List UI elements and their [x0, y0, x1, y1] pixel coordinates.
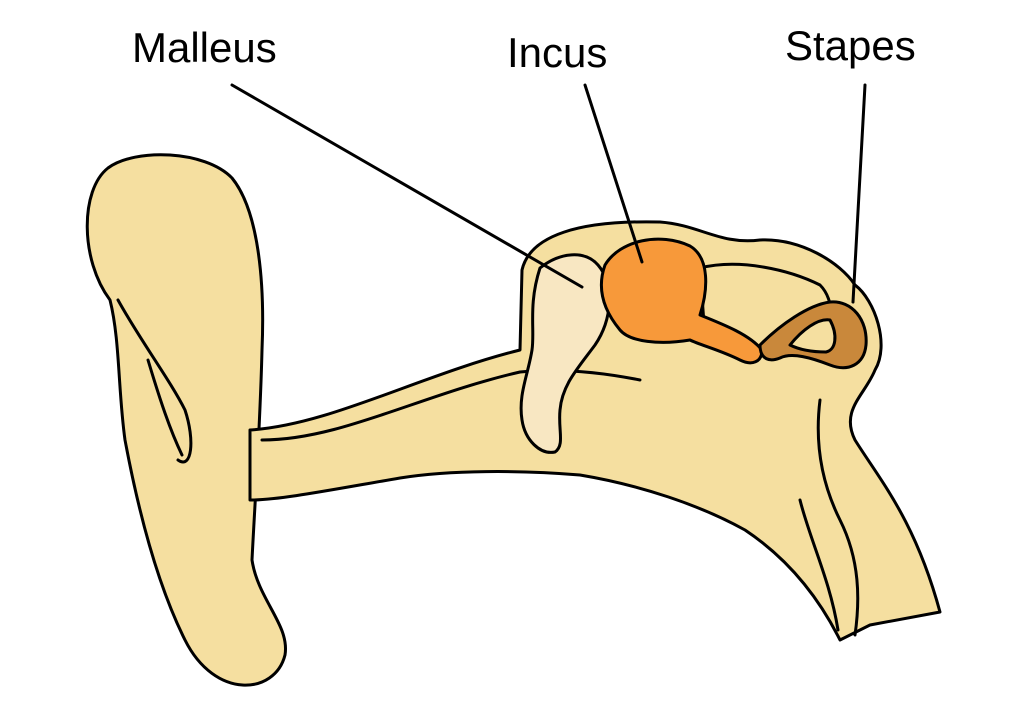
stapes-label: Stapes [785, 22, 916, 69]
incus-label: Incus [507, 29, 608, 76]
incus-leader-line [583, 83, 644, 264]
malleus [519, 253, 611, 454]
malleus-label: Malleus [132, 24, 277, 71]
stapes-footplate-gap [788, 318, 837, 354]
malleus-leader-line [230, 83, 584, 289]
pinna-inner-fold [116, 298, 193, 464]
canal-wall [260, 368, 642, 442]
antihelix-fold [146, 358, 184, 457]
inner-ear-contour-2 [798, 498, 840, 632]
incus [600, 237, 764, 365]
stapes-leader-line [851, 83, 867, 304]
inner-ear-contour [816, 398, 860, 637]
